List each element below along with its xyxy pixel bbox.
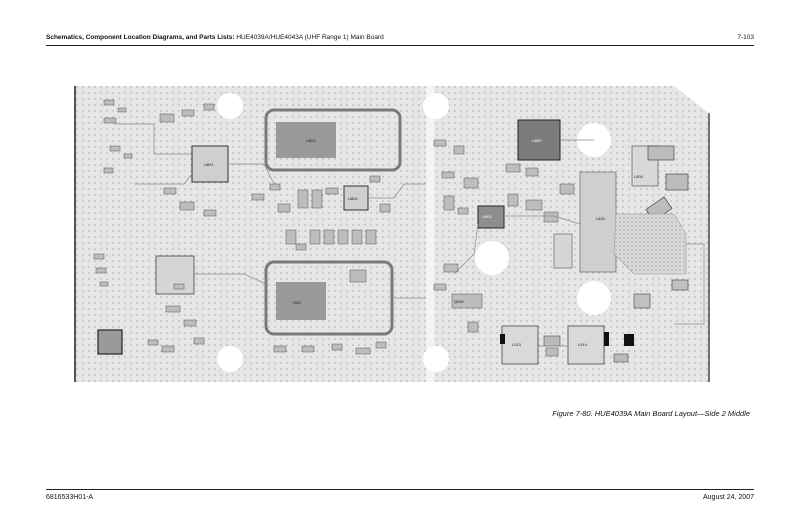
inductor-l913 (501, 325, 539, 365)
label-u804: U804 (348, 196, 358, 201)
ic-u850 (517, 119, 561, 161)
mounting-hole (475, 241, 509, 275)
page-header-title: Schematics, Component Location Diagrams,… (46, 34, 384, 41)
label-l820: L820 (596, 216, 606, 221)
page-number: 7-103 (737, 34, 754, 41)
shield-can-upper (264, 108, 402, 172)
board-layout-drawing: U801 U804 U850 U901 U803 Y802 L804 L820 … (74, 86, 710, 382)
doc-date: August 24, 2007 (703, 494, 754, 501)
ic-u804 (343, 185, 369, 211)
mounting-hole (423, 346, 449, 372)
board-traces (114, 123, 705, 347)
mounting-holes (217, 93, 611, 372)
mounting-hole (577, 281, 611, 315)
mounting-hole (217, 93, 243, 119)
ic-packages (97, 119, 561, 355)
header-title-rest: HUE4039A/HUE4043A (UHF Range 1) Main Boa… (234, 34, 384, 41)
header-title-bold: Schematics, Component Location Diagrams,… (46, 34, 235, 41)
rf-pad-large (579, 171, 617, 273)
board-layout-figure: U801 U804 U850 U901 U803 Y802 L804 L820 … (74, 84, 712, 384)
mounting-hole (423, 93, 449, 119)
board-divider (426, 86, 434, 382)
figure-caption: Figure 7-80. HUE4039A Main Board Layout—… (552, 409, 750, 418)
rf-section (553, 145, 689, 309)
crystal-block-lower (276, 282, 326, 320)
inductor-l914 (567, 325, 605, 365)
label-l914: L914 (578, 342, 588, 347)
passive-components (93, 99, 575, 359)
header-rule (46, 45, 754, 46)
ic-coil (97, 329, 123, 355)
doc-number: 6816533H01-A (46, 494, 94, 501)
mounting-hole (217, 346, 243, 372)
label-u803: U803 (306, 138, 316, 143)
crystal-block-upper (276, 122, 336, 158)
rf-filter (631, 145, 659, 187)
ic-u901 (477, 205, 505, 229)
footer-rule (46, 489, 754, 490)
label-u850: U850 (532, 138, 542, 143)
label-l804: L804 (634, 174, 644, 179)
label-y802: Y802 (292, 300, 302, 305)
board-corner-cutout (674, 86, 710, 114)
label-u801: U801 (204, 162, 214, 167)
ref-labels: U801 U804 U850 U901 U803 Y802 L804 L820 … (204, 138, 644, 347)
ic-u801 (191, 145, 229, 183)
label-u901: U901 (482, 214, 492, 219)
label-l913: L913 (512, 342, 522, 347)
inductor-area (500, 325, 634, 365)
label-q950: Q950 (454, 299, 465, 304)
